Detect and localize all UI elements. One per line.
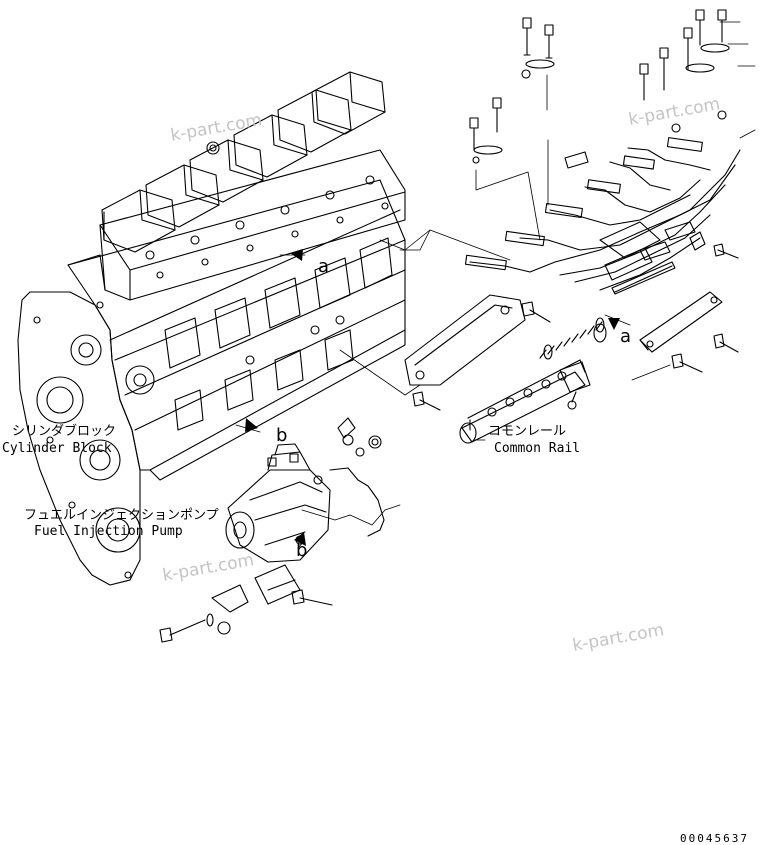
fuel-injection-pump-drawing bbox=[159, 417, 385, 643]
reference-letter-b-block: b bbox=[276, 425, 288, 446]
leader-lines bbox=[235, 21, 756, 549]
common-rail-drawing bbox=[404, 261, 739, 444]
fuel-pump-label-en: Fuel Injection Pump bbox=[34, 524, 183, 539]
common-rail-label-ja: コモンレール bbox=[488, 424, 567, 439]
reference-letter-b-pump: b bbox=[296, 540, 308, 561]
cylinder-block-label-en: Cylinder Block bbox=[2, 441, 112, 456]
valve-covers bbox=[101, 71, 386, 253]
cylinder-block-label-ja: シリンダブロック bbox=[12, 424, 117, 439]
reference-arrows bbox=[245, 249, 620, 546]
cylinder-block-drawing bbox=[17, 71, 406, 586]
drawing-number: 00045637 bbox=[680, 832, 749, 845]
reference-letter-a-block: a bbox=[318, 256, 330, 277]
bolts-and-clamps-drawing bbox=[469, 9, 739, 259]
injection-pipes-drawing bbox=[464, 137, 741, 291]
fuel-pump-label-ja: フュエルインジェクションポンプ bbox=[24, 508, 219, 523]
reference-letter-a-rail: a bbox=[620, 326, 632, 347]
common-rail-label-en: Common Rail bbox=[494, 441, 581, 456]
